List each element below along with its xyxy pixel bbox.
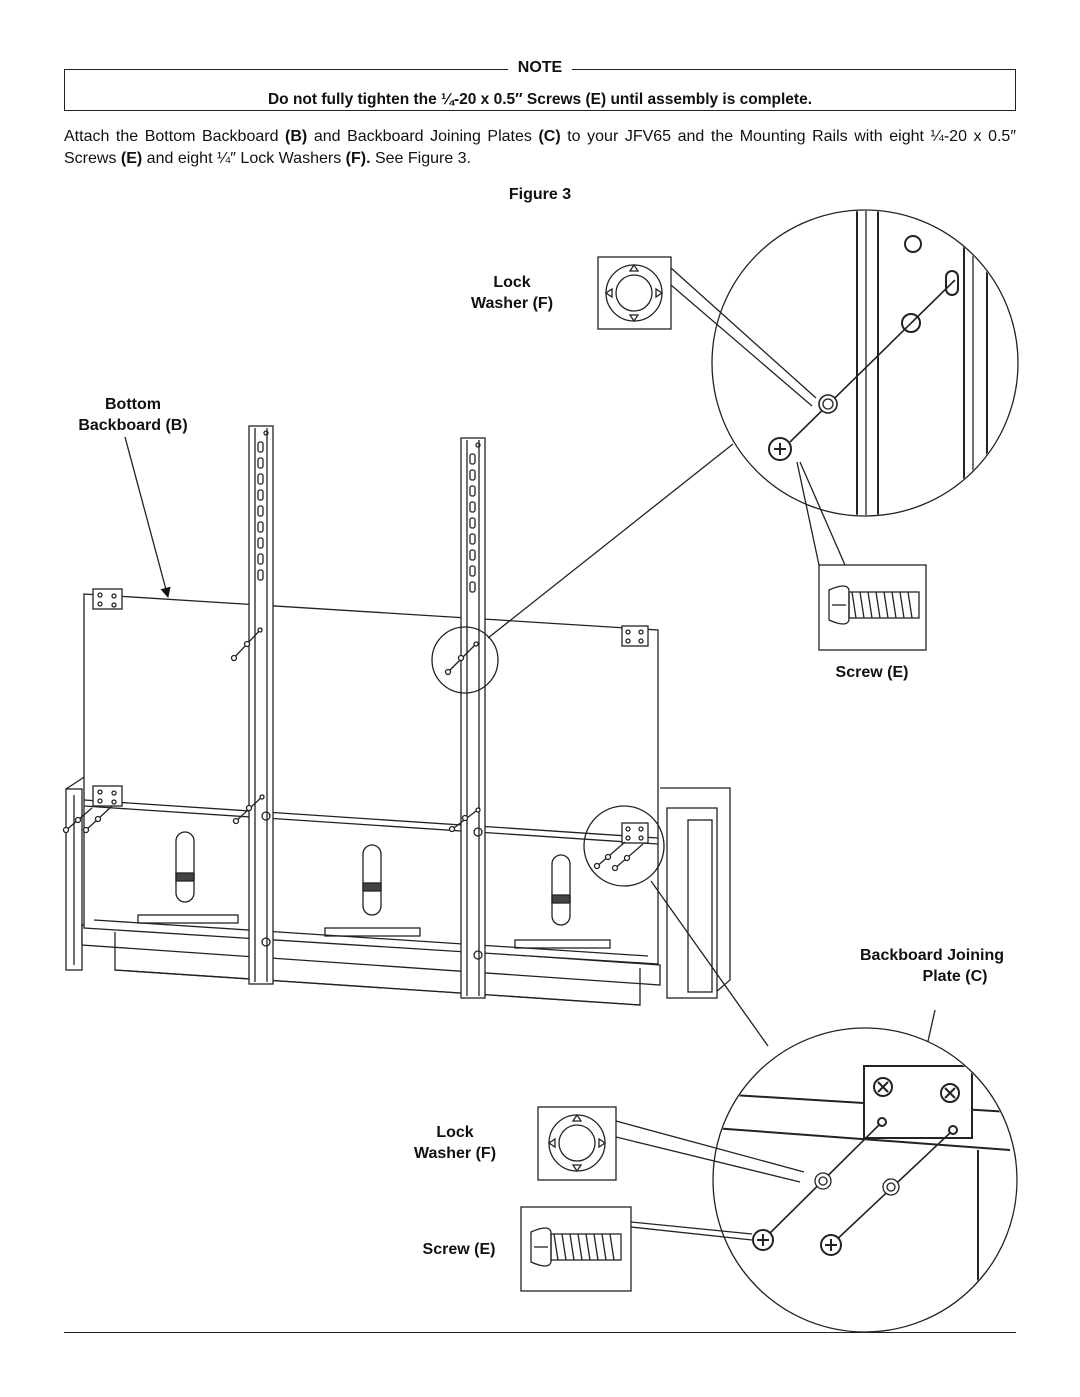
note-box: NOTE Do not fully tighten the ¼-20 x 0.5… [64,59,1016,111]
screw-bottom-label: Screw (E) [422,1241,496,1258]
lock-washer-inset-bottom [537,1106,805,1183]
exploded-hardware-main [62,627,644,872]
bottom-backboard-label: Bottom Backboard (B) [78,396,188,434]
lock-washer-top-label: Lock Washer (F) [470,274,554,312]
joining-plate-label: Backboard Joining Plate (C) [859,947,1005,985]
instruction-paragraph: Attach the Bottom Backboard (B) and Back… [64,128,1016,167]
backboard-arrow [124,436,171,599]
note-title: NOTE [65,59,1015,77]
figure-title: Figure 3 [508,186,572,203]
mounting-rail-right [460,437,486,999]
corner-plates [92,588,649,844]
lock-washer-bottom-label: Lock Washer (F) [413,1124,497,1162]
lock-washer-inset-top [597,256,817,407]
footer-rule [64,1332,1016,1333]
note-text: Do not fully tighten the ¼-20 x 0.5″ Scr… [267,91,813,108]
backboard-panel [83,593,659,965]
detail-callout-circle-bottom [583,805,665,887]
detail-callout-circle-top [431,626,499,694]
screw-top-label: Screw (E) [835,664,909,681]
mounting-rail-left [248,425,274,985]
zoom-circle-bottom [712,1027,1018,1333]
screw-inset-bottom [520,1206,753,1292]
screw-inset-top [796,461,927,651]
